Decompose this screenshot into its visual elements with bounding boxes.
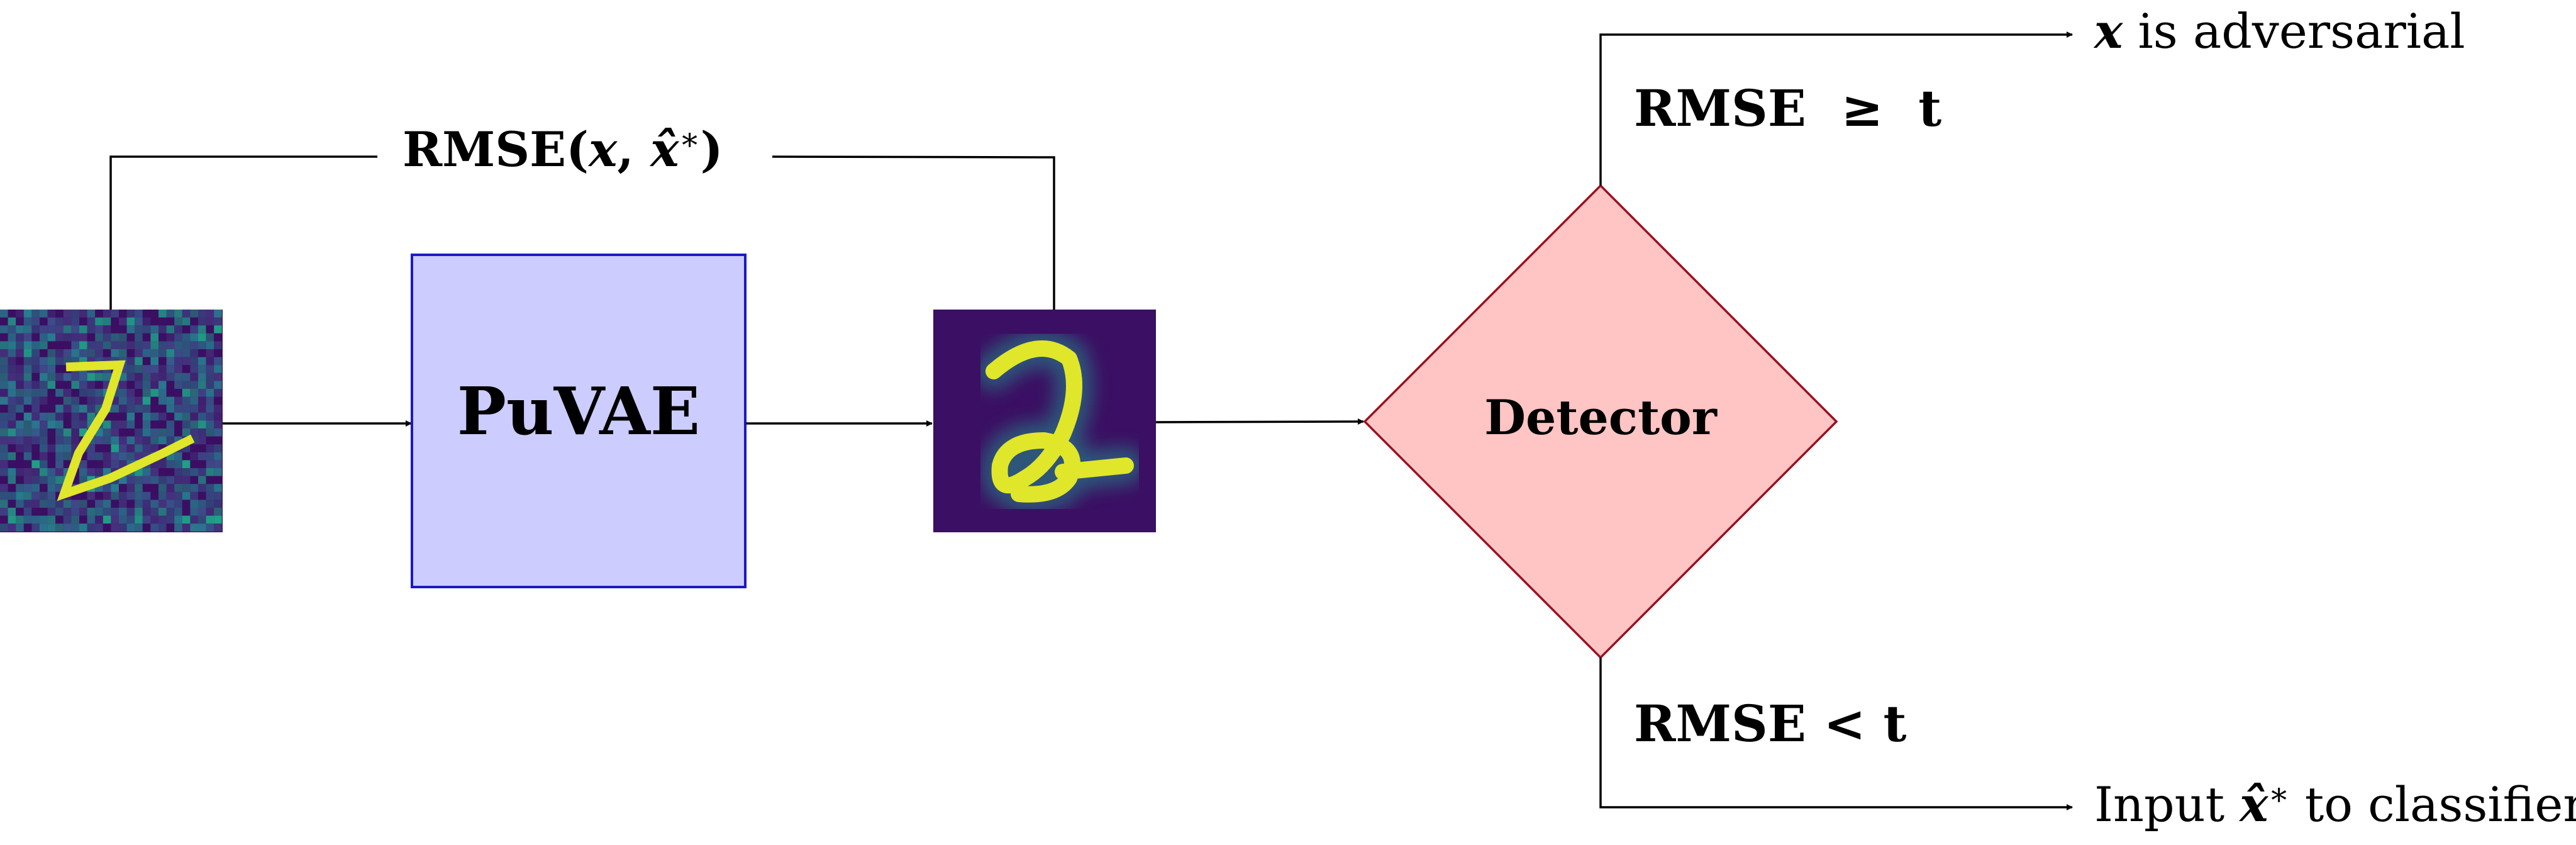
- reconstructed-image: [933, 310, 1156, 532]
- purifier-label: PuVAE: [457, 372, 700, 450]
- branch-low-outcome: Input x̂∗ to classifier: [2094, 776, 2576, 832]
- branch-high-condition: RMSE ≥ t: [1634, 79, 1941, 138]
- input-image: [0, 310, 223, 532]
- detector-label: Detector: [1484, 389, 1718, 445]
- rmse-label: RMSE(x, x̂∗): [402, 121, 723, 177]
- branch-high-outcome: x is adversarial: [2093, 3, 2465, 59]
- branch-low-condition: RMSE < t: [1634, 694, 1907, 753]
- rmse-connector-left: [109, 155, 377, 310]
- branch-high-wire: [1599, 31, 2073, 186]
- purifier-block: [411, 254, 747, 588]
- rmse-connector-right: [772, 155, 1055, 310]
- branch-low-wire: [1599, 658, 2073, 810]
